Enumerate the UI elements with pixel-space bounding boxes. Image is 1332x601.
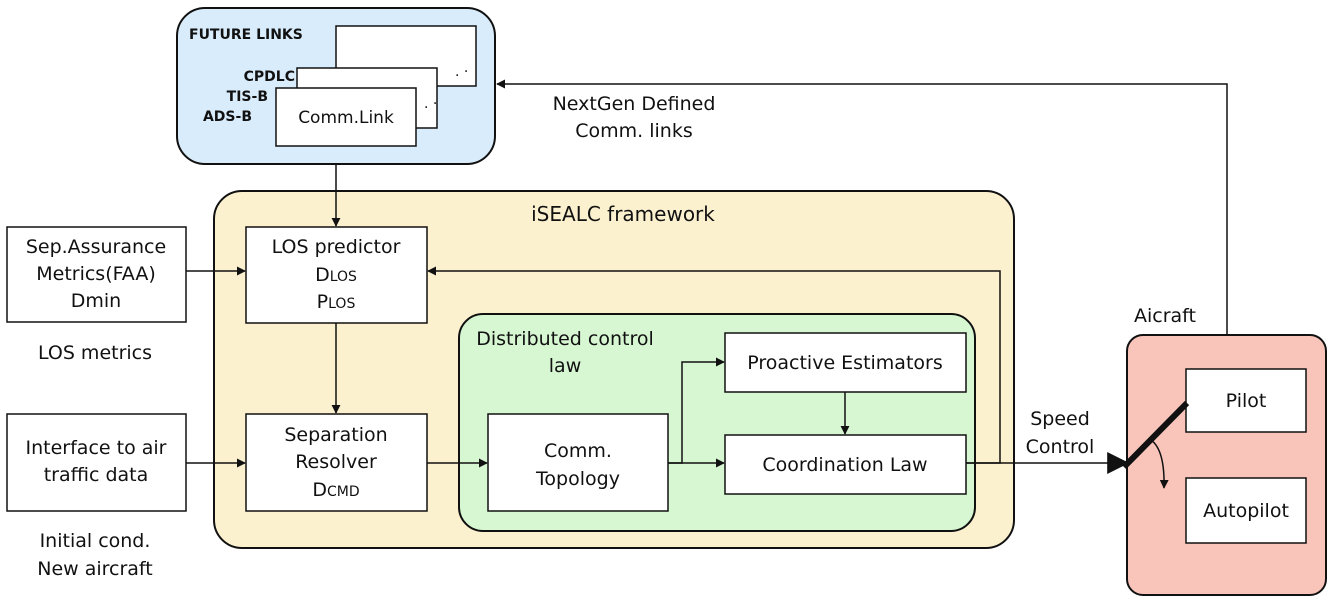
separation-resolver-box [245,413,428,512]
aircraft-to-future-links-arrow [496,79,1228,335]
d-los-label: DLOS [315,264,357,286]
p-los-label: PLOS [317,291,356,313]
sep-assurance-line1: Sep.Assurance [26,236,166,258]
new-aircraft-caption: New aircraft [37,558,153,580]
interface-line2: traffic data [44,464,149,486]
sep-assurance-box [6,226,187,323]
separation-resolver-line1: Separation [284,424,387,446]
switch-rotation-arrow [1150,439,1169,489]
proactive-estimators-box [724,332,967,393]
autopilot-box [1185,477,1307,544]
sep-assurance-line2: Metrics(FAA) [36,263,156,285]
distributed-title-line1: Distributed control [476,328,654,350]
isealc-framework-title: iSEALC framework [531,202,715,226]
interface-line1: Interface to air [26,437,167,459]
sep-assurance-line3: Dmin [71,290,121,312]
comm-topology-box [487,413,669,512]
nextgen-label-line1: NextGen Defined [553,93,716,115]
nextgen-label-line2: Comm. links [575,120,693,142]
proactive-estimators-label: Proactive Estimators [747,352,943,374]
comm-topology-line1: Comm. [544,440,612,462]
distributed-title-line2: law [549,355,581,377]
coordination-law-box [724,434,967,495]
d-cmd-label: DCMD [312,479,359,501]
autopilot-label: Autopilot [1203,500,1289,522]
pilot-label: Pilot [1226,390,1267,412]
interface-box [6,413,187,512]
comm-card-back-dots: . · [455,64,468,80]
comm-card-mid-dots: . · [424,96,437,112]
speed-control-line2: Control [1026,436,1095,458]
separation-resolver-line2: Resolver [295,451,377,473]
comm-topology-line2: Topology [535,468,620,490]
los-predictor-title: LOS predictor [272,236,401,258]
initial-cond-caption: Initial cond. [40,530,151,552]
switch-bar [1121,400,1190,470]
speed-control-line1: Speed [1030,408,1090,430]
future-links-title: FUTURE LINKS [189,27,303,43]
tis-b-label: TIS-B [227,89,268,105]
comm-link-label: Comm.Link [298,108,394,128]
aircraft-title: Aicraft [1134,305,1196,327]
los-metrics-caption: LOS metrics [38,342,152,364]
comm-link-card [275,87,417,147]
ads-b-label: ADS-B [203,109,252,125]
cpdlc-label: CPDLC [244,69,295,85]
pilot-box [1185,368,1307,433]
coordination-law-label: Coordination Law [762,454,927,476]
